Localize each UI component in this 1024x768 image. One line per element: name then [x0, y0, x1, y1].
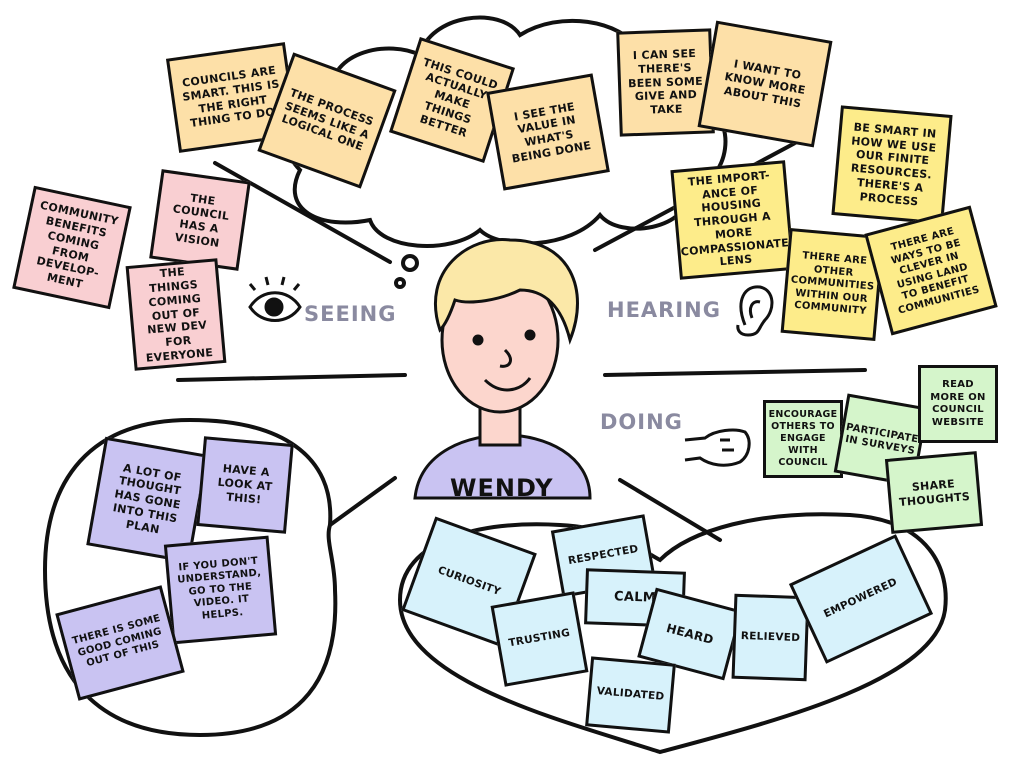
- saying-note: HAVE A LOOK AT THIS!: [196, 436, 294, 534]
- speech-bubble: [42, 417, 338, 738]
- ear-icon: [736, 285, 774, 337]
- feeling-note: TRUSTING: [490, 591, 589, 687]
- thought-bubble-dot: [401, 254, 419, 272]
- hand-icon: [684, 428, 751, 467]
- hearing-note: BE SMART IN HOW WE USE OUR FINITE RESOUR…: [831, 105, 953, 225]
- feeling-note: RELIEVED: [731, 593, 810, 682]
- doing-note: SHARE THOUGHTS: [884, 451, 984, 534]
- divider-line: [176, 373, 407, 382]
- hearing-note: THE IMPORT-ANCE OF HOUSING THROUGH A MOR…: [670, 160, 795, 280]
- seeing-note: COMMUNITY BENEFITS COMING FROM DEVELOP-M…: [12, 185, 132, 310]
- thought-bubble-dot: [394, 277, 406, 289]
- saying-note: IF YOU DON'T UNDERSTAND, GO TO THE VIDEO…: [163, 535, 278, 645]
- seeing-note: THE COUNCIL HAS A VISION: [149, 169, 251, 271]
- avatar-wendy: [413, 238, 592, 500]
- doing-note: ENCOURAGE OTHERS TO ENGAGE WITH COUNCIL: [763, 400, 843, 478]
- doing-label: DOING: [600, 410, 683, 434]
- feeling-note: VALIDATED: [585, 656, 676, 734]
- feelings-heart: [397, 512, 948, 755]
- seeing-note: THE THINGS COMING OUT OF NEW DEV FOR EVE…: [125, 258, 227, 371]
- eye-icon: [248, 276, 302, 322]
- hearing-label: HEARING: [607, 298, 721, 322]
- divider-line: [213, 161, 392, 264]
- divider-line: [618, 478, 722, 542]
- doing-note: READ MORE ON COUNCIL WEBSITE: [918, 365, 998, 443]
- divider-line: [328, 476, 397, 527]
- divider-line: [603, 368, 867, 377]
- thinking-note: I WANT TO KNOW MORE ABOUT THIS: [697, 20, 833, 148]
- seeing-label: SEEING: [304, 302, 397, 326]
- persona-name: WENDY: [450, 474, 554, 502]
- thinking-note: I SEE THE VALUE IN WHAT'S BEING DONE: [486, 73, 610, 191]
